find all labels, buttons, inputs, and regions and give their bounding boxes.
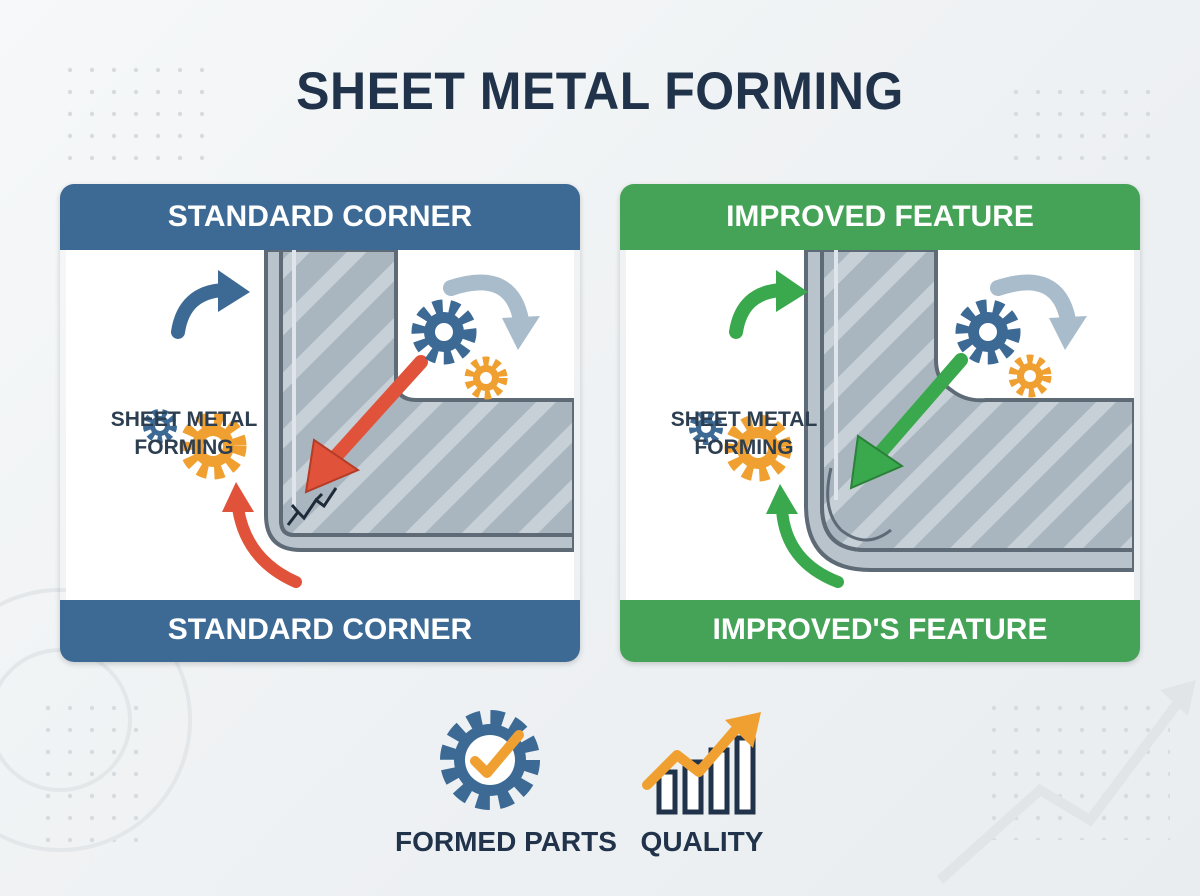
improved-feature-panel: IMPROVED FEATURE — [620, 184, 1140, 662]
label-line-2: FORMING — [694, 436, 794, 459]
improved-feature-illustration — [689, 250, 1134, 588]
gear-icon — [464, 356, 508, 400]
standard-corner-illustration — [143, 250, 574, 588]
label-line-1: SHEET METAL — [110, 408, 258, 431]
dot-grid-top-left — [60, 55, 210, 175]
gear-icon — [1008, 354, 1052, 398]
label-line-1: SHEET METAL — [670, 408, 818, 431]
curved-arrow-red-icon — [222, 482, 302, 588]
dot-grid-bottom-left — [40, 690, 150, 860]
gear-icon — [411, 299, 477, 365]
standard-panel-label: SHEET METAL FORMING — [94, 406, 274, 462]
curved-arrow-green-icon — [729, 270, 808, 339]
sheet-metal-part — [804, 250, 1134, 572]
standard-panel-footer: STANDARD CORNER — [60, 600, 580, 662]
quality-label: QUALITY — [640, 826, 764, 857]
gear-icon — [689, 411, 723, 445]
gear-icon — [724, 414, 792, 482]
dot-grid-top-right — [1000, 90, 1150, 170]
faint-trend-arrow — [936, 697, 1184, 884]
stress-arrow-icon — [304, 355, 428, 494]
improved-panel-header: IMPROVED FEATURE — [620, 184, 1140, 250]
page-title: SHEET METAL FORMING — [296, 61, 904, 121]
gear-icon — [955, 299, 1021, 365]
formed-parts-item: FORMED PARTS — [395, 705, 617, 858]
standard-panel-header: STANDARD CORNER — [60, 184, 580, 250]
gear-icon — [179, 412, 247, 480]
curved-arrow-blue-icon — [171, 270, 250, 339]
crack-mark — [286, 487, 338, 526]
improved-panel-label: SHEET METAL FORMING — [654, 406, 834, 462]
standard-panel-body: SHEET METAL FORMING — [66, 250, 574, 600]
quality-item: QUALITY — [632, 710, 772, 858]
relief-arrow-icon — [849, 353, 968, 490]
formed-parts-label: FORMED PARTS — [395, 826, 617, 857]
label-line-2: FORMING — [134, 436, 234, 459]
gear-check-icon — [440, 710, 540, 810]
curved-arrow-green-icon — [766, 484, 844, 588]
improved-panel-footer: IMPROVED'S FEATURE — [620, 600, 1140, 662]
rotation-arrow-icon — [443, 274, 540, 350]
growth-chart-icon — [642, 712, 761, 815]
rotation-arrow-icon — [990, 274, 1087, 350]
standard-corner-panel: STANDARD CORNER — [60, 184, 580, 662]
improved-panel-body: SHEET METAL FORMING — [626, 250, 1134, 600]
gear-icon — [143, 409, 177, 443]
